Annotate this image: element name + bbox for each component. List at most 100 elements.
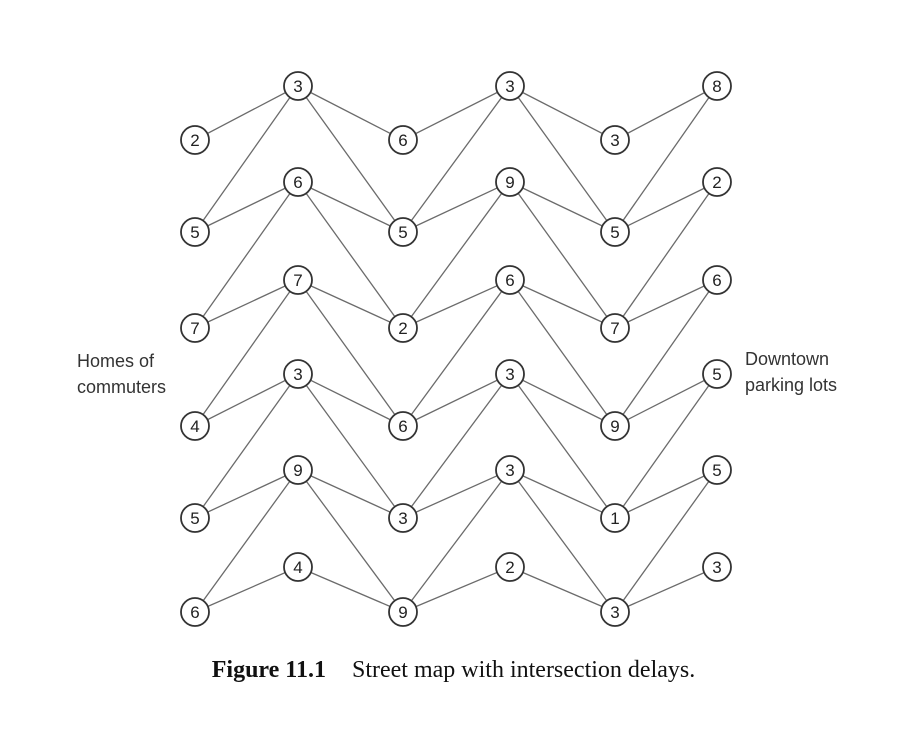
intersection-delay-label: 6 <box>712 271 721 290</box>
intersection-delay-label: 7 <box>190 319 199 338</box>
street-edge <box>194 279 299 427</box>
intersection-circle <box>702 167 732 197</box>
intersection-node: 6 <box>388 411 418 441</box>
street-edge <box>297 279 404 329</box>
intersection-delay-label: 9 <box>505 173 514 192</box>
street-edge <box>509 373 616 519</box>
street-edge <box>614 469 718 519</box>
intersection-delay-label: 6 <box>398 417 407 436</box>
intersection-node: 6 <box>495 265 525 295</box>
intersection-delay-label: 3 <box>610 131 619 150</box>
street-edge <box>509 279 616 427</box>
intersection-node: 7 <box>283 265 313 295</box>
intersection-delay-label: 4 <box>293 558 302 577</box>
street-edge <box>297 85 404 141</box>
intersection-node: 7 <box>180 313 210 343</box>
street-edge <box>194 181 299 329</box>
street-edge <box>614 469 718 613</box>
intersection-circle <box>702 552 732 582</box>
intersection-circle <box>600 217 630 247</box>
street-edge <box>194 373 299 427</box>
intersection-circle <box>180 503 210 533</box>
intersection-node: 5 <box>702 359 732 389</box>
intersection-node: 6 <box>702 265 732 295</box>
intersection-delay-label: 9 <box>610 417 619 436</box>
street-edge <box>509 469 616 613</box>
intersection-circle <box>388 313 418 343</box>
intersection-node: 3 <box>600 597 630 627</box>
street-edge <box>194 373 299 519</box>
left-label-line2: commuters <box>77 377 167 397</box>
intersection-circle <box>702 359 732 389</box>
intersection-circle <box>180 411 210 441</box>
intersection-node: 3 <box>495 71 525 101</box>
intersection-circle <box>283 552 313 582</box>
street-edge <box>509 373 616 427</box>
intersection-delay-label: 5 <box>190 509 199 528</box>
intersection-circle <box>283 71 313 101</box>
intersection-delay-label: 5 <box>398 223 407 242</box>
intersection-circle <box>495 552 525 582</box>
intersection-circle <box>283 455 313 485</box>
street-edge <box>402 469 511 519</box>
intersection-delay-label: 4 <box>190 417 199 436</box>
intersection-delay-label: 6 <box>190 603 199 622</box>
left-label-line1: Homes of <box>77 351 155 371</box>
street-edge <box>402 373 511 427</box>
intersection-circle <box>495 359 525 389</box>
intersection-node: 8 <box>702 71 732 101</box>
street-edge <box>402 373 511 519</box>
figure-caption-text: Street map with intersection delays. <box>351 657 696 683</box>
intersection-node: 5 <box>702 455 732 485</box>
intersection-delay-label: 3 <box>505 77 514 96</box>
street-edge <box>194 279 299 329</box>
street-edge <box>297 181 404 329</box>
intersection-delay-label: 6 <box>505 271 514 290</box>
intersection-circle <box>702 455 732 485</box>
intersection-node: 1 <box>600 503 630 533</box>
intersection-delay-label: 3 <box>610 603 619 622</box>
downtown-parking-lots-label: Downtown parking lots <box>745 346 837 398</box>
intersection-delay-label: 5 <box>190 223 199 242</box>
intersection-node: 3 <box>388 503 418 533</box>
intersection-delay-label: 9 <box>398 603 407 622</box>
street-edge <box>509 181 616 329</box>
street-edge <box>509 566 616 613</box>
intersection-circle <box>388 125 418 155</box>
intersection-delay-label: 2 <box>712 173 721 192</box>
intersection-circle <box>495 71 525 101</box>
street-edges <box>194 85 718 613</box>
street-edge <box>509 469 616 519</box>
intersection-circle <box>180 217 210 247</box>
intersection-node: 5 <box>180 503 210 533</box>
intersection-circle <box>283 359 313 389</box>
intersection-circle <box>495 455 525 485</box>
street-edge <box>614 181 718 233</box>
intersection-node: 6 <box>180 597 210 627</box>
intersection-node: 9 <box>600 411 630 441</box>
intersection-delay-label: 5 <box>712 461 721 480</box>
figure-number: Figure 11.1 <box>211 657 326 683</box>
street-edge <box>194 181 299 233</box>
intersection-node: 9 <box>388 597 418 627</box>
intersection-node: 9 <box>495 167 525 197</box>
street-edge <box>297 469 404 519</box>
intersection-node: 7 <box>600 313 630 343</box>
intersection-node: 3 <box>600 125 630 155</box>
street-edge <box>297 373 404 427</box>
intersection-circle <box>600 597 630 627</box>
intersection-delay-label: 8 <box>712 77 721 96</box>
intersection-delay-label: 6 <box>398 131 407 150</box>
intersection-node: 3 <box>495 455 525 485</box>
intersection-delay-label: 7 <box>293 271 302 290</box>
street-edge <box>402 279 511 329</box>
street-edge <box>297 181 404 233</box>
street-edge <box>614 373 718 519</box>
intersection-circle <box>283 265 313 295</box>
figure-caption: Figure 11.1 Street map with intersection … <box>0 657 907 684</box>
street-edge <box>402 279 511 427</box>
street-edge <box>614 85 718 141</box>
intersection-circle <box>180 125 210 155</box>
